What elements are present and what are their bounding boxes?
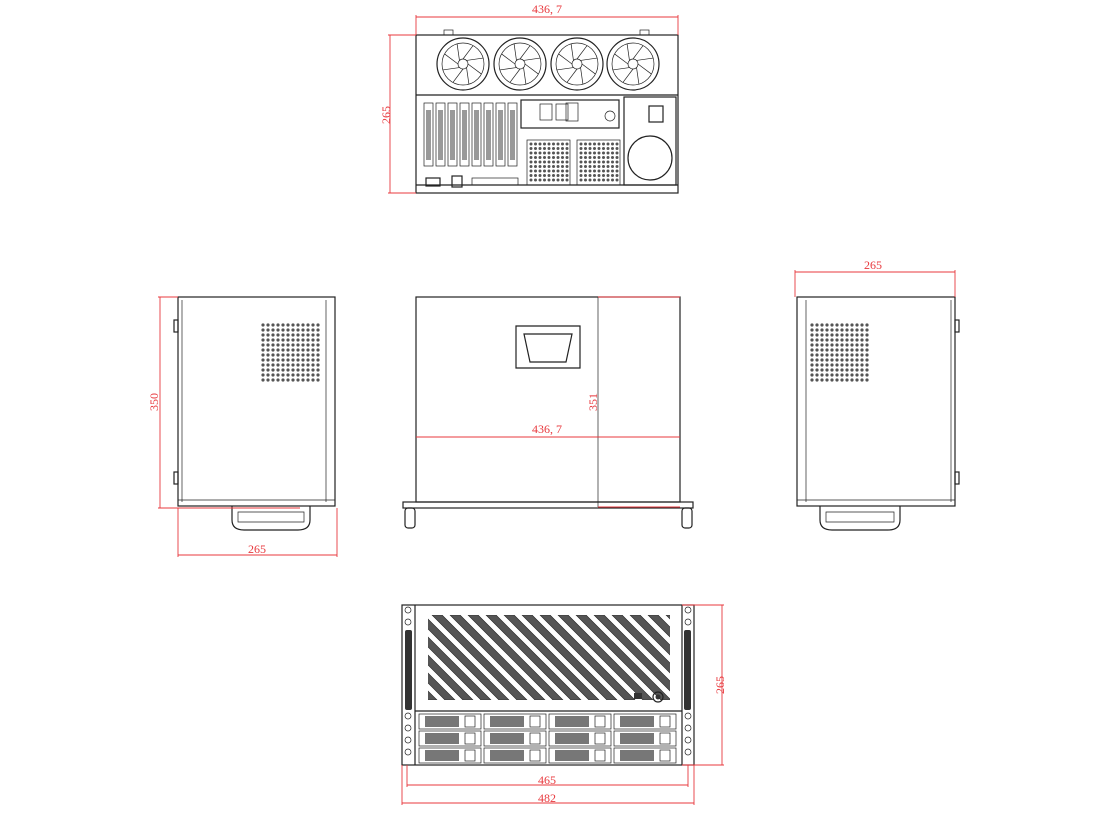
pci-slot-array — [423, 102, 518, 167]
pci-slot — [459, 102, 470, 167]
rear-fan-array — [436, 37, 660, 91]
right-side-outline — [796, 296, 956, 507]
vent-slot — [557, 615, 654, 700]
left-front-handle — [405, 630, 412, 710]
front-outline — [401, 604, 695, 766]
drive-bay-array — [418, 713, 677, 764]
front-height-dimension: 265 — [713, 676, 727, 694]
pci-slot — [423, 102, 434, 167]
drive-bay — [548, 730, 612, 747]
fan-icon — [493, 37, 547, 91]
left-depth-dimension: 350 — [147, 393, 161, 411]
rack-ear-holes — [404, 606, 692, 756]
drive-bay — [483, 730, 547, 747]
usb-port-icon — [634, 693, 642, 699]
right-front-handle — [684, 630, 691, 710]
rear-height-dimension: 265 — [379, 106, 393, 124]
top-chassis-outline — [415, 296, 681, 503]
fan-icon — [550, 37, 604, 91]
vent-slot — [575, 615, 670, 700]
drive-bay — [548, 713, 612, 730]
front-view: 265 465 482 — [324, 604, 779, 805]
drive-bay — [483, 713, 547, 730]
drive-bay — [548, 747, 612, 764]
drive-bay — [613, 747, 677, 764]
vent-slot — [428, 672, 456, 700]
vent-slot — [485, 615, 582, 700]
pci-slot — [483, 102, 494, 167]
drive-bay — [418, 730, 482, 747]
vent-slot — [647, 615, 670, 638]
front-outer-width-dimension: 482 — [538, 791, 556, 805]
vent-slot — [449, 615, 546, 700]
io-panel — [520, 99, 620, 129]
vent-slot — [503, 615, 600, 700]
drive-bay — [483, 747, 547, 764]
rear-chassis-outline — [415, 34, 679, 194]
vent-slot — [428, 636, 492, 700]
psu-fan-icon — [627, 135, 673, 181]
vent-slot — [611, 615, 670, 674]
vent-slot — [431, 615, 528, 700]
right-height-dimension: 265 — [864, 258, 882, 272]
vent-slot — [428, 654, 474, 700]
left-handle — [231, 506, 311, 531]
fan-grill — [526, 139, 571, 186]
power-socket-icon — [648, 105, 664, 123]
vent-slot — [629, 615, 670, 656]
drive-bay — [613, 713, 677, 730]
fan-icon — [606, 37, 660, 91]
vent-slot — [428, 690, 438, 700]
front-inner-width-dimension: 465 — [538, 773, 556, 787]
fan-grill — [576, 139, 621, 186]
front-diagonal-vents — [324, 615, 779, 700]
power-button-icon[interactable] — [652, 691, 664, 703]
drive-bay — [418, 713, 482, 730]
power-supply — [623, 96, 677, 186]
vent-slot — [539, 615, 636, 700]
pci-slot — [471, 102, 482, 167]
top-depth-dimension: 351 — [586, 393, 600, 411]
left-side-outline — [177, 296, 336, 507]
pci-slot — [507, 102, 518, 167]
rear-fan-grills — [526, 139, 621, 186]
vent-slot — [684, 615, 779, 700]
pci-slot — [495, 102, 506, 167]
right-side-view: 265 — [794, 258, 960, 531]
rear-view: 436, 7 265 — [379, 2, 679, 194]
vent-slot — [428, 618, 510, 700]
drive-bay — [418, 747, 482, 764]
pci-slot — [447, 102, 458, 167]
rear-width-dimension: 436, 7 — [532, 2, 562, 16]
pci-slot — [435, 102, 446, 167]
left-height-dimension: 265 — [248, 542, 266, 556]
top-view: 436, 7 351 — [402, 296, 694, 529]
vent-slot — [665, 615, 670, 620]
left-side-vent — [261, 323, 320, 382]
vent-slot — [324, 615, 419, 700]
left-side-view: 350 265 — [147, 296, 338, 557]
vent-slot — [593, 615, 670, 692]
vent-slot — [521, 615, 618, 700]
vent-slot — [467, 615, 564, 700]
fan-icon — [436, 37, 490, 91]
drive-bay — [613, 730, 677, 747]
top-window — [515, 325, 581, 369]
right-handle — [819, 506, 901, 531]
right-side-vent — [810, 323, 869, 382]
top-width-dimension: 436, 7 — [532, 422, 562, 436]
